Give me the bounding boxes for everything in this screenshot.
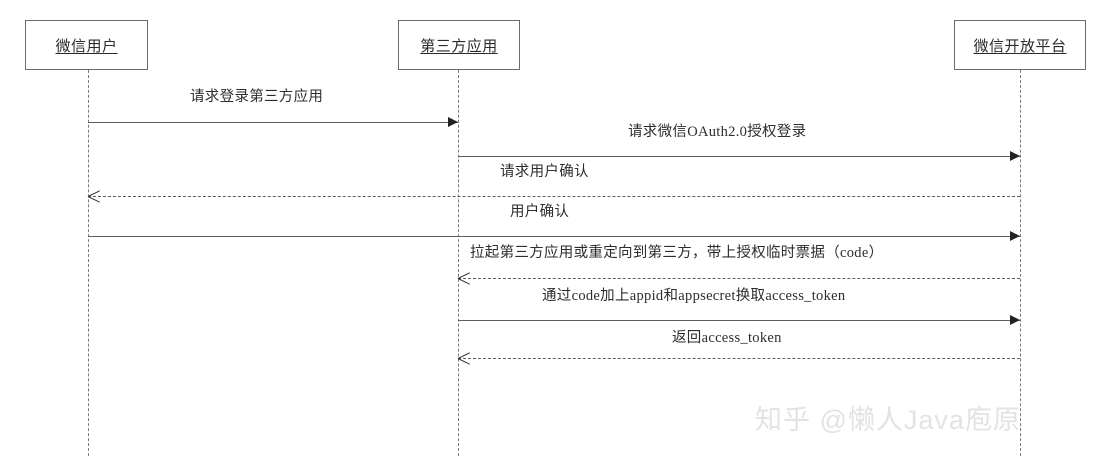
message-label-6: 通过code加上appid和appsecret换取access_token: [542, 288, 846, 304]
lifeline-wxopen: [1020, 70, 1021, 456]
message-label-2: 请求微信OAuth2.0授权登录: [628, 124, 807, 140]
message-line-4: [88, 236, 1020, 237]
arrowhead-icon-4: [1010, 231, 1020, 241]
arrowhead-icon-6: [1010, 315, 1020, 325]
message-label-1: 请求登录第三方应用: [190, 89, 324, 105]
message-line-1: [88, 122, 458, 123]
message-line-6: [458, 320, 1020, 321]
participant-box-wxopen: 微信开放平台: [954, 20, 1086, 70]
participant-box-thirdapp: 第三方应用: [398, 20, 520, 70]
message-line-2: [458, 156, 1020, 157]
message-line-3: [88, 196, 1020, 197]
arrowhead-icon-3: [88, 191, 99, 202]
message-label-3: 请求用户确认: [500, 164, 589, 180]
message-label-5: 拉起第三方应用或重定向到第三方，带上授权临时票据（code）: [470, 245, 884, 261]
arrowhead-icon-7: [458, 353, 469, 364]
arrowhead-icon-1: [448, 117, 458, 127]
lifeline-user: [88, 70, 89, 456]
message-label-7: 返回access_token: [672, 330, 782, 346]
watermark-text: 知乎 @懒人Java庖原: [755, 405, 1021, 435]
participant-label-thirdapp: 第三方应用: [420, 38, 498, 55]
lifeline-thirdapp: [458, 70, 459, 456]
participant-label-user: 微信用户: [55, 38, 118, 55]
arrowhead-icon-5: [458, 273, 469, 284]
message-line-7: [458, 358, 1020, 359]
message-label-4: 用户确认: [510, 204, 570, 220]
participant-label-wxopen: 微信开放平台: [973, 38, 1067, 55]
participant-box-user: 微信用户: [25, 20, 148, 70]
message-line-5: [458, 278, 1020, 279]
arrowhead-icon-2: [1010, 151, 1020, 161]
